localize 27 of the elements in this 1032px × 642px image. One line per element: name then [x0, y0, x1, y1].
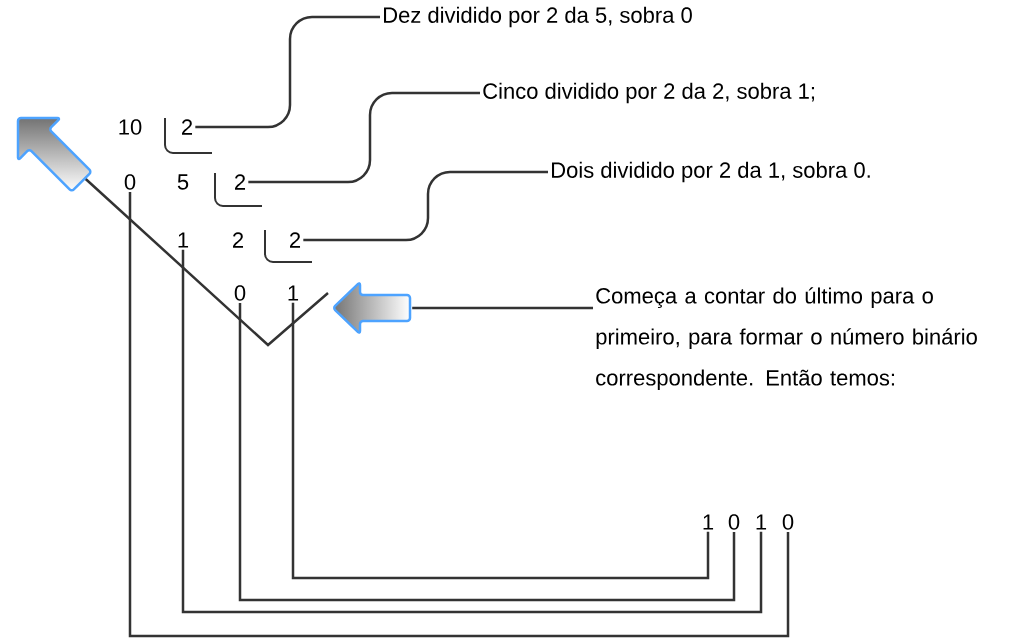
digit: 2 [182, 119, 192, 135]
digit: 0 [728, 514, 740, 530]
connector-line [195, 15, 380, 129]
annotation-text: Dois dividido por 2 da 1, sobra 0. [552, 161, 870, 183]
connector-line [248, 91, 480, 184]
arrow-shape [333, 282, 412, 334]
connector-line [181, 249, 763, 614]
connector-line [291, 302, 710, 580]
digit: 2 [233, 232, 243, 248]
digit: 1 [178, 232, 189, 248]
digit: 1 [288, 285, 299, 301]
digit: 0 [234, 285, 246, 301]
digit: 2 [235, 174, 245, 190]
digit: 1 [756, 514, 767, 530]
digit: 0 [782, 514, 794, 530]
connector-line [238, 303, 736, 602]
annotation-text: Dez dividido por 2 da 5, sobra 0 [384, 6, 692, 28]
connector-line [412, 306, 593, 310]
connector-line [128, 192, 790, 638]
digit: 1 [703, 514, 714, 530]
digit: 5 [177, 174, 189, 190]
connector-line [303, 170, 548, 242]
annotation-text: Começa a contar do último para o primeiro, para formar o número binário correspondente. Então temos: [596, 287, 977, 390]
annotation-text: Cinco dividido por 2 da 2, sobra 1; [483, 82, 814, 104]
digit: 0 [124, 174, 136, 190]
digit: 2 [290, 232, 300, 248]
digit: 10 [119, 119, 142, 135]
